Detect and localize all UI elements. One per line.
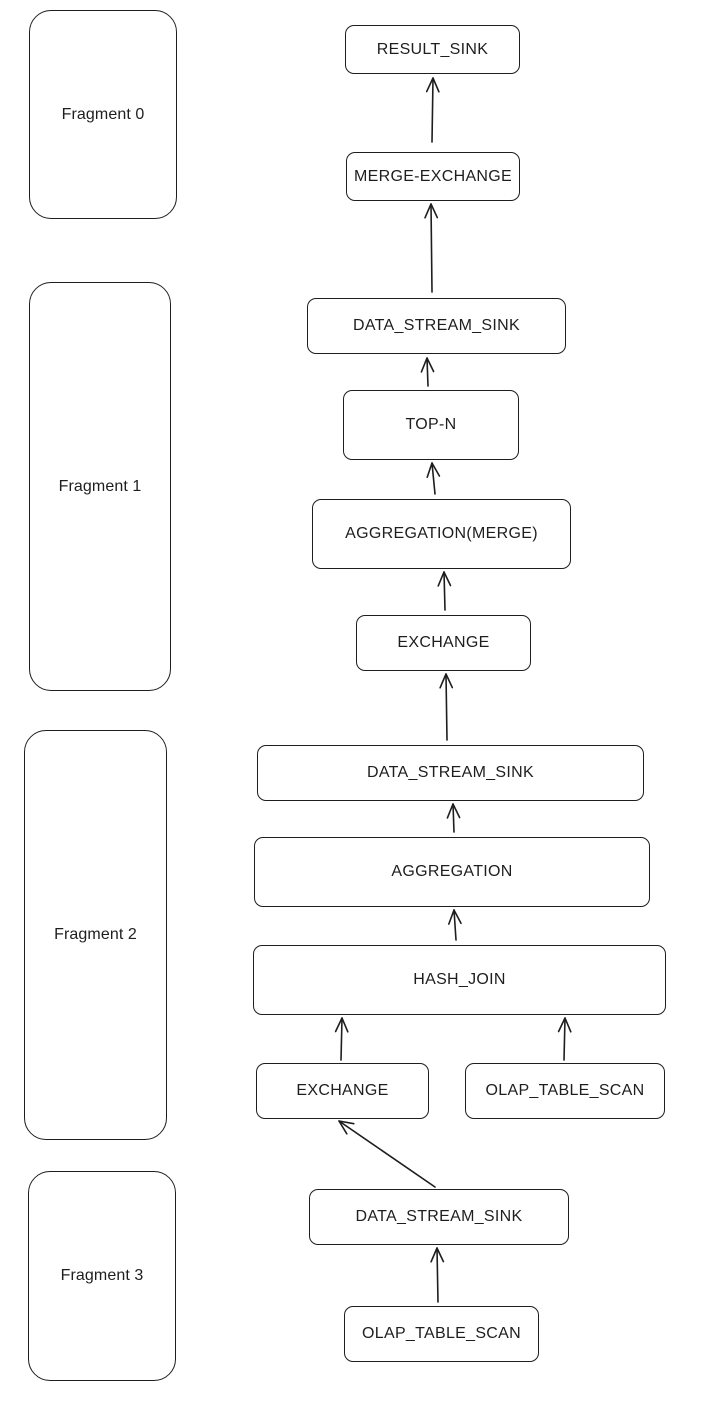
fragment-3-label: Fragment 3 [60,1267,144,1284]
node-label: HASH_JOIN [413,971,506,988]
edge-arrowhead [448,909,462,925]
edge-line [443,571,446,611]
edge-line [431,77,434,143]
node-data-stream-sink-f2: DATA_STREAM_SINK [257,745,644,801]
edge-arrowhead [439,673,454,689]
node-label: DATA_STREAM_SINK [355,1208,523,1225]
node-label: TOP-N [405,416,457,433]
edge-arrowhead [557,1017,572,1033]
edge-arrow-9 [557,1017,572,1061]
node-hash-join: HASH_JOIN [253,945,666,1015]
fragment-2-label: Fragment 2 [54,926,137,943]
node-aggregation: AGGREGATION [254,837,650,907]
edge-line [340,1017,343,1061]
edge-arrow-3 [426,462,441,495]
edge-line [426,357,429,387]
edge-arrow-8 [334,1017,349,1061]
node-label: DATA_STREAM_SINK [353,317,520,334]
fragment-3-box: Fragment 3 [28,1171,176,1381]
fragment-1-box: Fragment 1 [29,282,171,691]
node-top-n: TOP-N [343,390,519,460]
edge-arrow-2 [420,357,435,387]
fragment-0-label: Fragment 0 [61,105,145,123]
node-label: EXCHANGE [296,1082,389,1099]
edge-arrowhead [430,1247,445,1263]
node-label: OLAP_TABLE_SCAN [362,1325,521,1342]
edge-line [445,673,448,741]
node-label: DATA_STREAM_SINK [367,764,534,781]
node-exchange-f2: EXCHANGE [256,1063,429,1119]
node-result-sink: RESULT_SINK [345,25,520,74]
edge-arrow-4 [437,571,452,611]
fragment-2-box: Fragment 2 [24,730,167,1140]
node-olap-table-scan-f3: OLAP_TABLE_SCAN [344,1306,539,1362]
edge-arrow-5 [439,673,454,741]
edge-arrowhead [426,462,441,478]
edge-arrowhead [338,1120,355,1135]
fragment-0-box: Fragment 0 [29,10,177,219]
edge-arrow-11 [430,1247,445,1303]
edge-line [453,909,457,941]
node-olap-table-scan-f2: OLAP_TABLE_SCAN [465,1063,665,1119]
edge-line [430,203,433,293]
edge-line [431,462,436,495]
edge-arrowhead [334,1017,349,1033]
node-exchange-f1: EXCHANGE [356,615,531,671]
fragment-1-label: Fragment 1 [58,477,142,495]
edge-arrow-7 [448,909,462,941]
edge-arrowhead [446,803,461,819]
node-label: EXCHANGE [397,634,490,651]
node-label: OLAP_TABLE_SCAN [485,1082,645,1099]
edge-line [563,1017,566,1061]
edge-arrow-0 [425,77,440,143]
edge-arrowhead [420,357,435,373]
edge-arrow-1 [424,203,439,293]
edge-arrowhead [425,77,440,93]
node-label: AGGREGATION(MERGE) [345,525,538,542]
node-data-stream-sink-f1: DATA_STREAM_SINK [307,298,566,354]
node-label: RESULT_SINK [376,40,489,58]
node-merge-exchange: MERGE-EXCHANGE [346,152,520,201]
node-data-stream-sink-f3: DATA_STREAM_SINK [309,1189,569,1245]
node-label: AGGREGATION [391,863,513,880]
edge-line [436,1247,439,1303]
edge-arrow-6 [446,803,461,833]
edge-arrowhead [437,571,452,587]
node-label: MERGE-EXCHANGE [354,167,512,185]
edge-line [338,1120,436,1188]
edge-line [452,803,455,833]
edge-arrow-10 [338,1120,436,1188]
node-aggregation-merge: AGGREGATION(MERGE) [312,499,571,569]
edge-arrowhead [424,203,439,219]
